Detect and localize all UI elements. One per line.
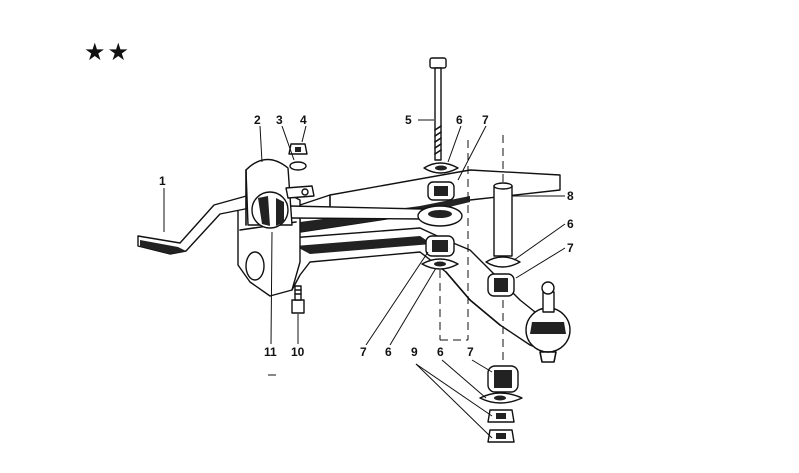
washer-3 <box>289 161 307 171</box>
callout-3: 3 <box>276 113 283 127</box>
callout-6-right: 6 <box>567 217 574 231</box>
callout-11: 11 <box>264 345 277 359</box>
nut-9-upper <box>487 409 515 423</box>
upper-washer-6 <box>423 162 459 174</box>
sleeve-8 <box>493 182 513 257</box>
long-bolt-5 <box>429 57 447 161</box>
bar-bushing-clamp <box>245 158 315 229</box>
callout-2: 2 <box>254 113 261 127</box>
stars-mark: ★★ <box>84 38 132 66</box>
callout-8: 8 <box>567 189 574 203</box>
callout-numbers: 1 2 3 4 5 6 7 8 6 7 7 6 9 6 7 11 10 <box>159 113 574 359</box>
nut-9-lower <box>487 429 515 443</box>
callout-6-bottom-left: 6 <box>385 345 392 359</box>
callout-9: 9 <box>411 345 418 359</box>
callout-1: 1 <box>159 174 166 188</box>
rubber-7-right <box>487 273 515 297</box>
callout-7-top: 7 <box>482 113 489 127</box>
bottom-washer-6 <box>479 392 523 404</box>
callout-7-bottom-left: 7 <box>360 345 367 359</box>
lower-rubber-7 <box>425 235 455 257</box>
callout-10: 10 <box>291 345 305 359</box>
washer-6-right <box>485 256 521 268</box>
upper-rubber-7 <box>427 181 455 201</box>
callout-6-top: 6 <box>456 113 463 127</box>
leader-lines <box>163 119 566 439</box>
callout-5: 5 <box>405 113 412 127</box>
callout-4: 4 <box>300 113 307 127</box>
bolt-10 <box>291 285 305 314</box>
callout-6-bottom: 6 <box>437 345 444 359</box>
arm-eye <box>417 205 463 227</box>
assembly-lines <box>439 135 504 364</box>
bottom-rubber-7 <box>487 365 519 393</box>
nut-4 <box>288 143 308 155</box>
lower-washer-6 <box>421 258 459 270</box>
stabilizer-bar <box>137 194 425 255</box>
callout-7-bottom: 7 <box>467 345 474 359</box>
callout-7-right: 7 <box>567 241 574 255</box>
